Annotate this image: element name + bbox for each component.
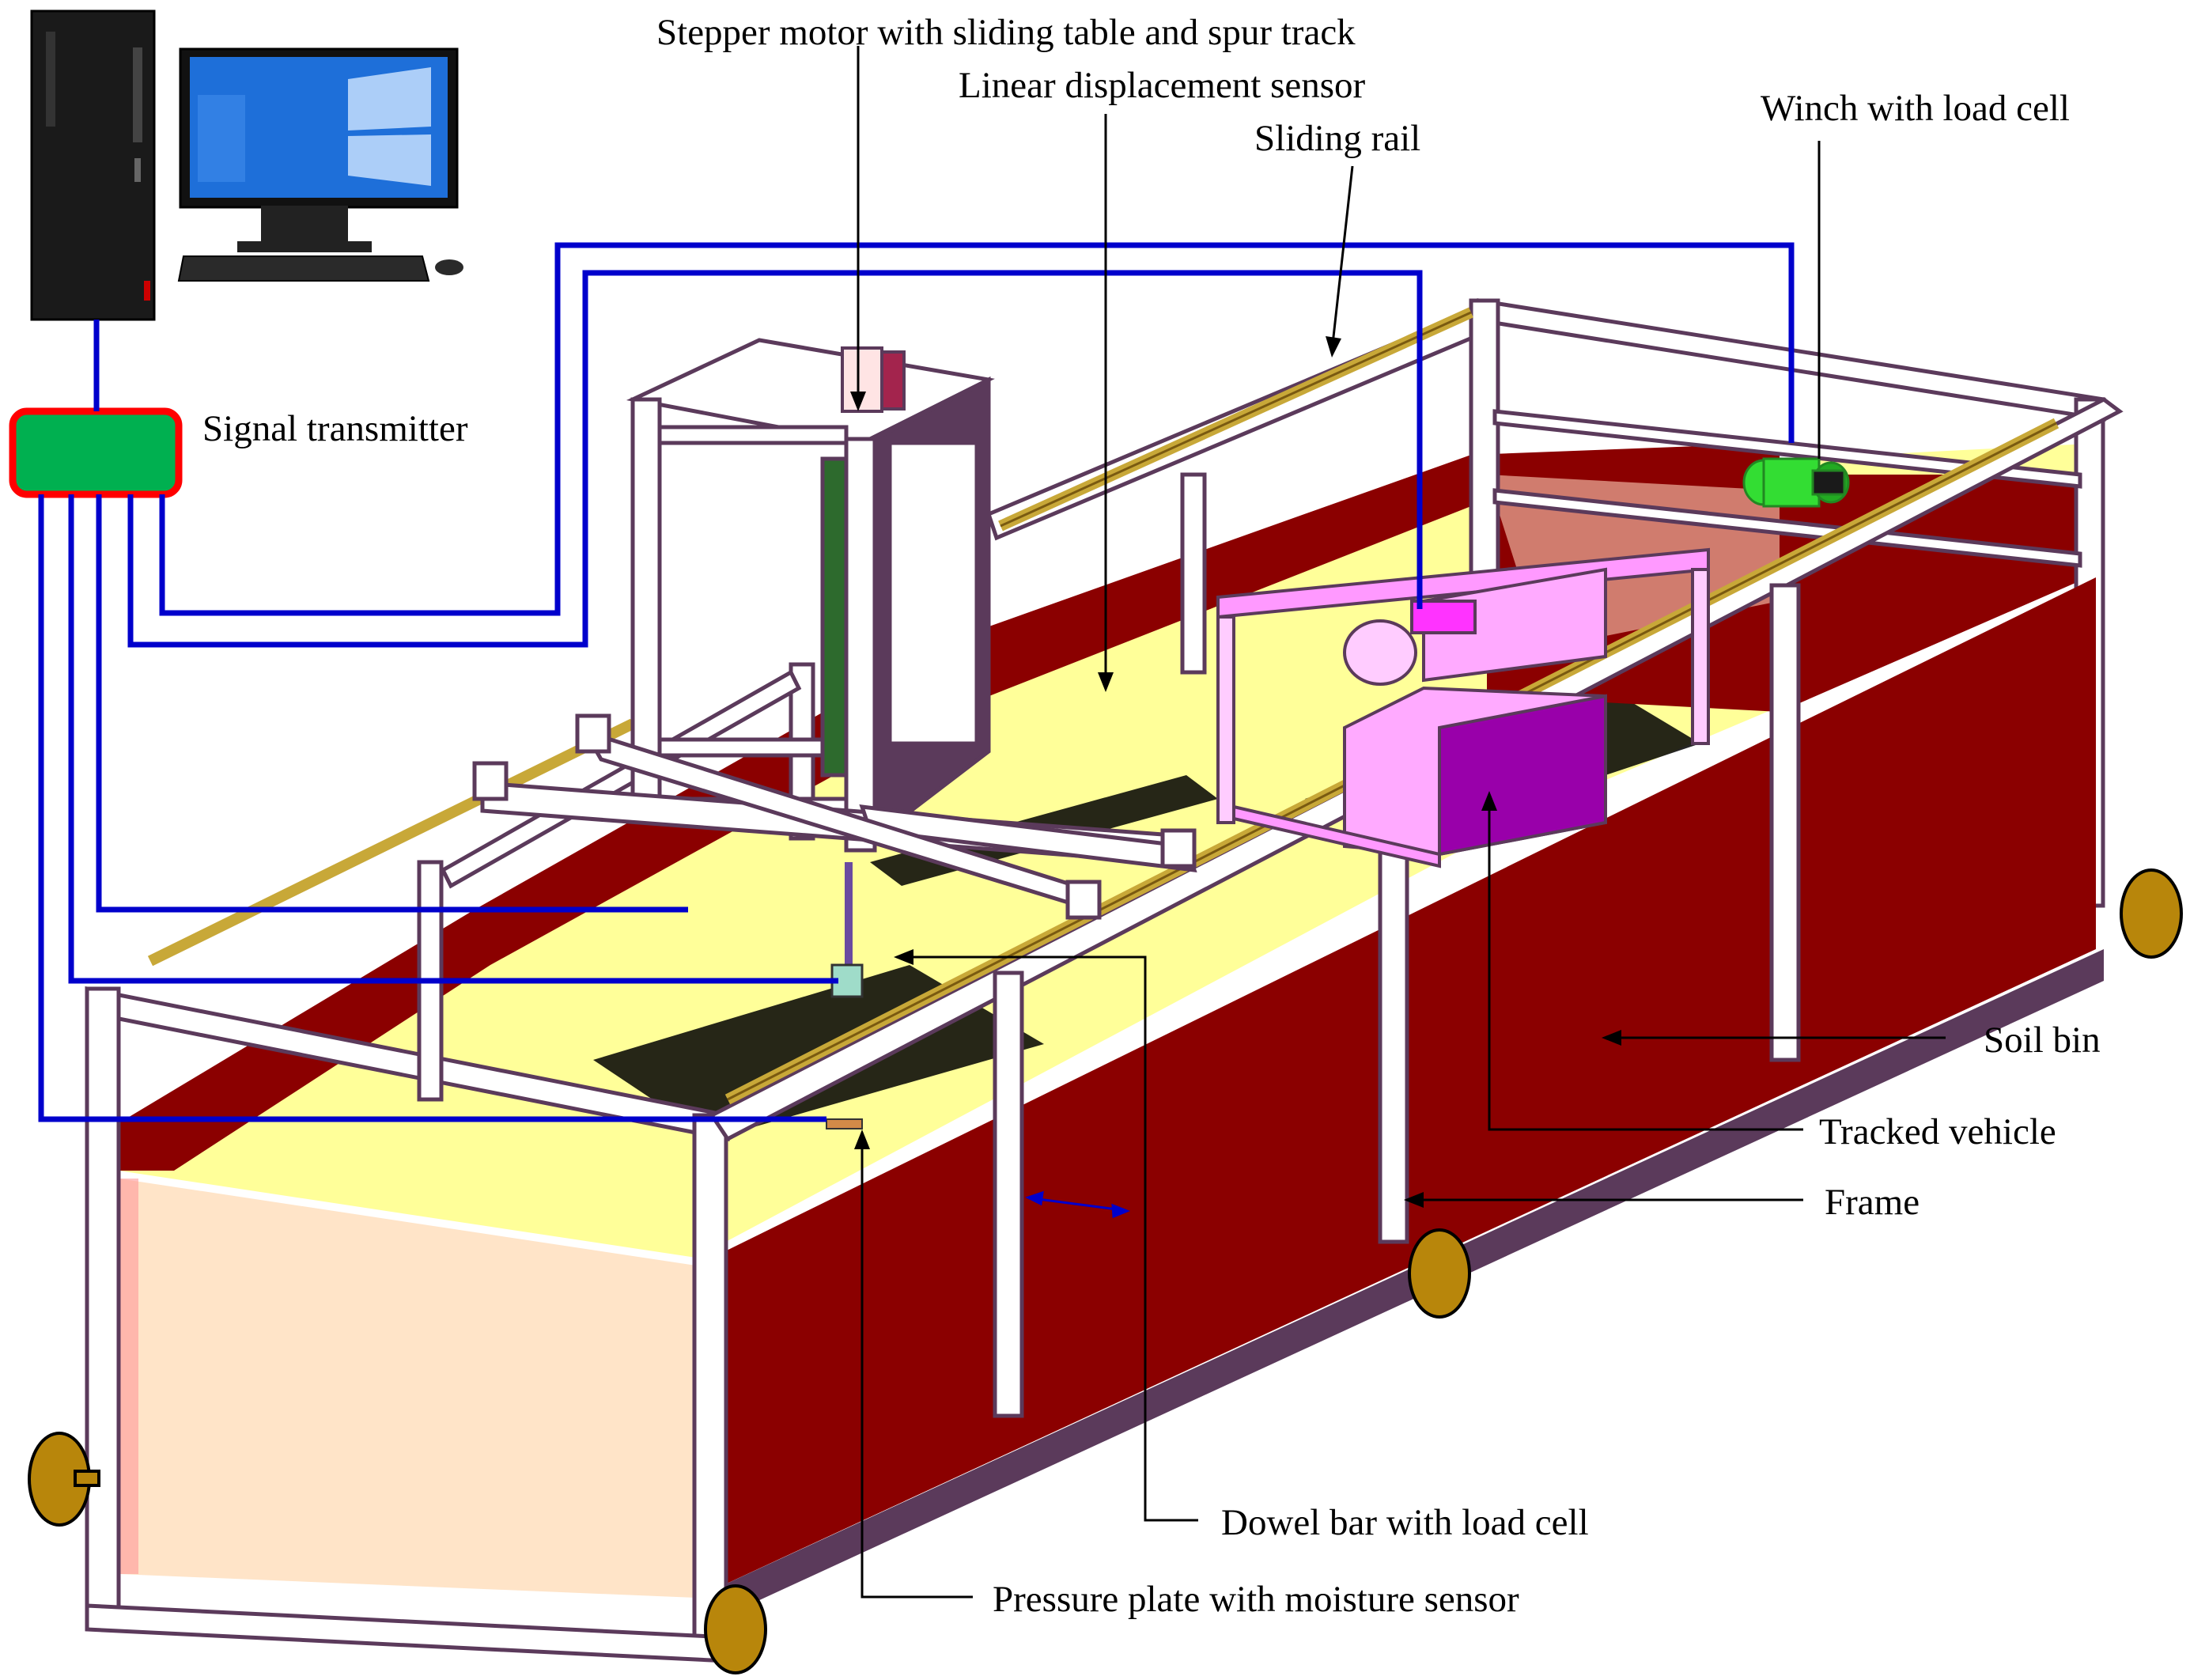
signal-transmitter-box — [9, 407, 183, 498]
signal-wires — [38, 242, 1795, 1122]
label-stepper-motor: Stepper motor with sliding table and spu… — [656, 12, 1356, 53]
winch-icon — [1742, 457, 1850, 508]
label-pressure-plate: Pressure plate with moisture sensor — [993, 1579, 1519, 1620]
label-winch: Winch with load cell — [1761, 88, 2070, 129]
label-dowel-bar: Dowel bar with load cell — [1221, 1502, 1589, 1543]
sliding-rail-left — [147, 718, 636, 967]
front-end-edge — [119, 1179, 138, 1574]
dimension-arrow — [1025, 1190, 1131, 1219]
label-tracked-vehicle: Tracked vehicle — [1819, 1111, 2056, 1152]
pressure-plate — [826, 1118, 863, 1129]
stepper-motor-icon — [841, 346, 906, 413]
wheel-icon — [704, 1584, 767, 1674]
bin-front-end — [119, 1179, 696, 1598]
wheel-icon — [2120, 868, 2183, 959]
computer-tower-icon — [30, 9, 156, 321]
monitor-icon — [179, 47, 459, 252]
wheel-icon — [1408, 1228, 1471, 1319]
label-signal-transmitter: Signal transmitter — [202, 408, 468, 449]
leader-lines — [857, 46, 1946, 1599]
label-soil-bin: Soil bin — [1984, 1020, 2101, 1061]
arrowheads — [850, 336, 1621, 1208]
tracked-vehicle — [1216, 547, 1710, 868]
sliding-rail-back-edge — [1000, 311, 1472, 528]
keyboard-icon — [177, 255, 463, 282]
label-sliding-rail: Sliding rail — [1254, 118, 1420, 159]
label-frame: Frame — [1825, 1182, 1920, 1223]
label-linear-sensor: Linear displacement sensor — [959, 65, 1366, 106]
dowel-bar — [845, 862, 853, 981]
carriage-beam — [472, 713, 1197, 920]
bottom-rail — [696, 949, 2104, 1629]
wheel-icon — [28, 1432, 100, 1527]
bin-back-wall — [119, 443, 1780, 1171]
